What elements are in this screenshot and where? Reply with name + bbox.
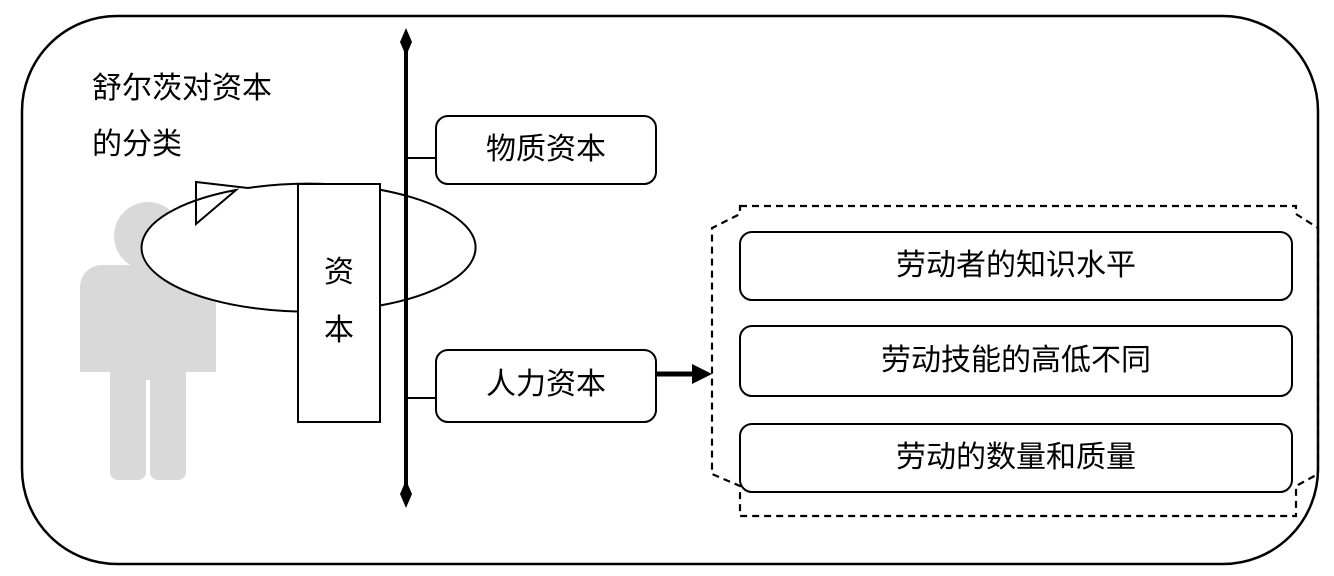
physical-capital-box <box>435 115 657 185</box>
physical-capital-label: 物质资本 <box>486 132 606 167</box>
axis-bottom-diamond <box>400 480 412 508</box>
arrow-head <box>692 364 712 384</box>
factor-box-3 <box>739 423 1293 493</box>
person-icon <box>80 202 216 480</box>
speech-bubble-line-2: 的分类 <box>92 127 182 162</box>
capital-label-char-2: 本 <box>324 313 354 348</box>
capital-label-char-1: 资 <box>324 255 354 290</box>
factors-dashed-frame <box>710 204 1320 518</box>
factor-box-1 <box>739 231 1293 301</box>
human-capital-box <box>435 349 657 423</box>
speech-bubble-line-1: 舒尔茨对资本 <box>92 71 272 106</box>
capital-box <box>297 183 381 423</box>
factor-label-1: 劳动者的知识水平 <box>896 248 1136 283</box>
human-capital-label: 人力资本 <box>486 367 606 402</box>
axis-top-diamond <box>400 28 412 56</box>
factor-label-3: 劳动的数量和质量 <box>896 440 1136 475</box>
factor-label-2: 劳动技能的高低不同 <box>881 343 1151 378</box>
factor-box-2 <box>739 325 1293 397</box>
